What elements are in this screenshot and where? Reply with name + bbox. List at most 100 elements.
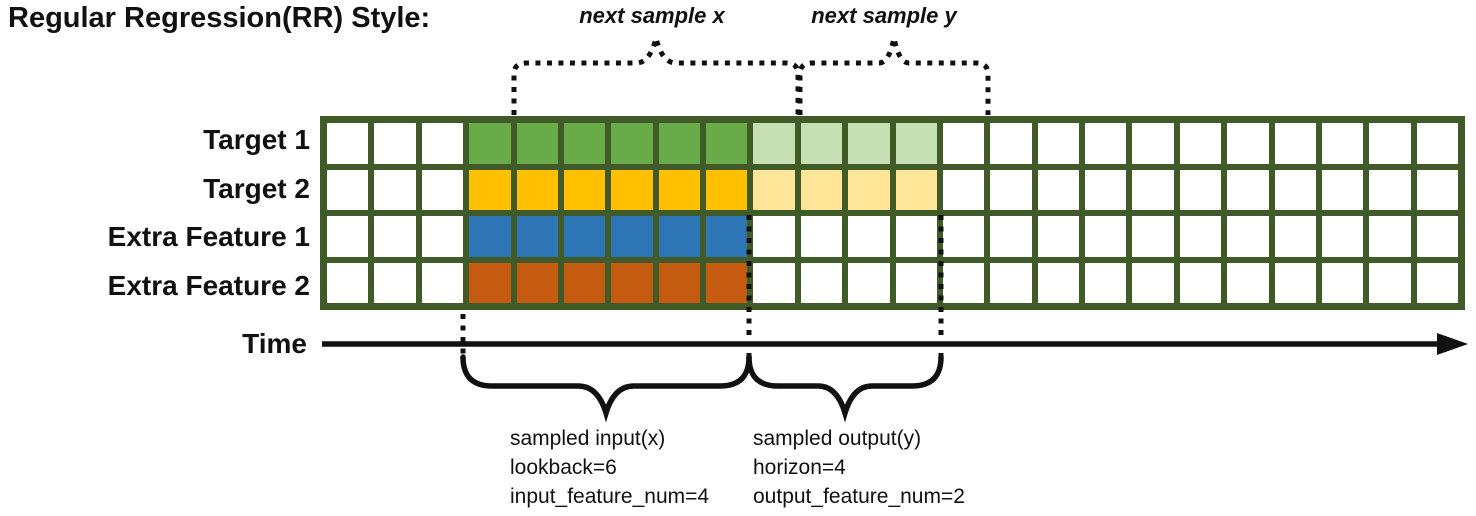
grid-cell [374, 262, 416, 303]
sample-grid [320, 116, 1465, 310]
grid-cell [1321, 262, 1364, 303]
sampled-input-line-2: lookback=6 [510, 456, 617, 479]
next-sample-y-brace [797, 37, 991, 115]
grid-cell [895, 169, 937, 210]
grid-cell [658, 169, 700, 210]
grid-cell [1085, 169, 1127, 210]
grid-cell [516, 123, 558, 164]
grid-cell [611, 262, 653, 303]
grid-cell [611, 169, 653, 210]
grid-cell [1179, 169, 1222, 210]
grid-cell [848, 169, 890, 210]
sampled-input-caption: sampled input(x) lookback=6 input_featur… [510, 424, 709, 511]
row-label-extra-feature-1: Extra Feature 1 [107, 221, 310, 252]
grid-cell [1274, 216, 1316, 257]
row-label-target-2: Target 2 [203, 173, 310, 204]
grid-cell [658, 123, 700, 164]
page-title: Regular Regression(RR) Style: [8, 2, 431, 34]
grid-cell [753, 169, 795, 210]
grid-cell [1274, 123, 1316, 164]
grid-cell [1085, 123, 1127, 164]
grid-cell [327, 123, 369, 164]
grid-cell [1321, 216, 1364, 257]
grid-cell [374, 216, 416, 257]
grid-cell [753, 216, 795, 257]
grid-cell [1037, 262, 1079, 303]
grid-cell [469, 216, 511, 257]
grid-cell [895, 262, 937, 303]
sampled-output-line-2: horizon=4 [753, 456, 846, 479]
grid-cell [1179, 262, 1222, 303]
grid-cell [469, 123, 511, 164]
grid-cell [1416, 216, 1458, 257]
next-sample-x-brace [511, 37, 801, 115]
next-sample-y-label: next sample y [811, 3, 957, 28]
grid-cell [1132, 123, 1174, 164]
grid-cell [706, 169, 748, 210]
grid-cell [1085, 262, 1127, 303]
grid-cell [706, 216, 748, 257]
grid-cell [1227, 169, 1269, 210]
grid-cell [706, 123, 748, 164]
grid-cell [563, 216, 606, 257]
grid-cell [942, 123, 985, 164]
grid-cell [942, 262, 985, 303]
sampled-input-line-3: input_feature_num=4 [510, 485, 710, 508]
grid-cell [469, 262, 511, 303]
grid-cell [848, 123, 890, 164]
grid-cell [942, 169, 985, 210]
grid-cell [990, 216, 1032, 257]
grid-cell [1369, 216, 1411, 257]
time-axis-label: Time [242, 328, 307, 359]
sampled-input-brace [460, 354, 752, 423]
grid-cell [1132, 216, 1174, 257]
grid-cell [1416, 262, 1458, 303]
grid-cell [753, 262, 795, 303]
grid-cell [1085, 216, 1127, 257]
grid-cell [469, 169, 511, 210]
grid-cell [895, 123, 937, 164]
grid-cell [990, 169, 1032, 210]
grid-cell [327, 216, 369, 257]
grid-cell [990, 123, 1032, 164]
grid-cell [1037, 169, 1079, 210]
grid-cell [895, 216, 937, 257]
sampled-output-line-1: sampled output(y) [753, 427, 922, 450]
grid-cell [1227, 123, 1269, 164]
grid-cell [848, 262, 890, 303]
grid-cell [611, 123, 653, 164]
grid-cell [848, 216, 890, 257]
grid-cell [1037, 123, 1079, 164]
grid-cell [1416, 169, 1458, 210]
grid-cell [1227, 262, 1269, 303]
grid-cell [658, 262, 700, 303]
row-label-target-1: Target 1 [203, 124, 310, 155]
grid-cell [1179, 216, 1222, 257]
grid-cell [1132, 169, 1174, 210]
grid-cell [1227, 216, 1269, 257]
grid-cell [753, 123, 795, 164]
grid-cell [658, 216, 700, 257]
grid-cell [942, 216, 985, 257]
grid-cell [327, 262, 369, 303]
grid-cell [563, 262, 606, 303]
grid-cell [516, 262, 558, 303]
grid-cell [1132, 262, 1174, 303]
sampled-output-line-3: output_feature_num=2 [753, 485, 965, 508]
grid-cell [800, 262, 843, 303]
time-arrow-head-icon [1437, 333, 1468, 355]
grid-cell [1037, 216, 1079, 257]
grid-cell [563, 123, 606, 164]
grid-cell [800, 123, 843, 164]
next-sample-x-label: next sample x [579, 3, 725, 28]
grid-cell [1369, 262, 1411, 303]
grid-cell [421, 216, 464, 257]
grid-cell [421, 169, 464, 210]
sampled-output-caption: sampled output(y) horizon=4 output_featu… [753, 424, 965, 511]
grid-cell [1369, 169, 1411, 210]
grid-cell [706, 262, 748, 303]
grid-cell [990, 262, 1032, 303]
grid-cell [1369, 123, 1411, 164]
grid-cell [800, 169, 843, 210]
